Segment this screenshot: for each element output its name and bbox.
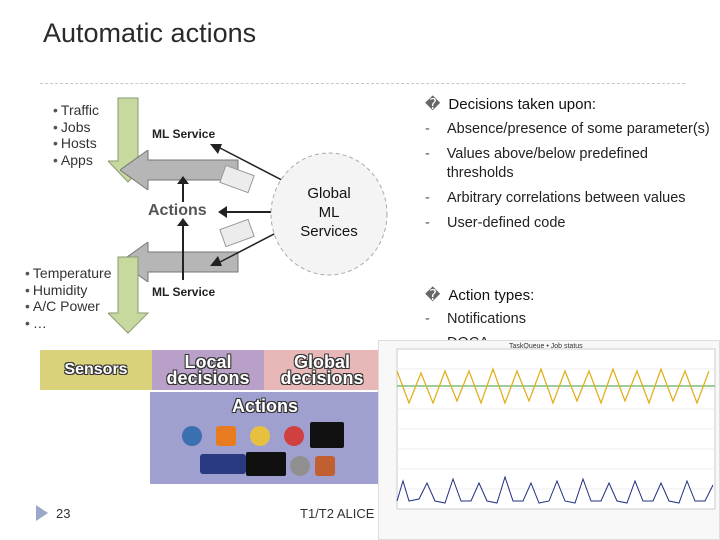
global-line: Services [300,223,358,240]
title-divider [40,83,685,84]
global-line: ML [318,204,340,221]
left-arrow-bottom-icon [108,256,150,334]
actions-label: Actions [148,202,207,219]
decisions-heading-row: � Decisions taken upon: [425,95,596,113]
bullet-item: Traffic [53,102,99,119]
bullet-item: Apps [53,152,99,169]
decision-item: -Values above/below predefined threshold… [425,146,648,181]
decision-item: -Arbitrary correlations between values [425,190,686,206]
help-icon [250,426,270,446]
footer-marker-icon [36,505,48,521]
ml-service-top-label: ML Service [152,127,216,141]
decisions-heading: Decisions taken upon: [448,96,596,113]
job-status-chart: TaskQueue • Job status [378,340,720,540]
chart-plot [396,348,716,510]
up-arrow-top-icon [177,176,189,202]
local-decisions-label: Local decisions [166,352,250,388]
arrow-left-bottom-icon [120,242,239,282]
bullet-item: A/C Power [25,298,112,315]
bullet-item: Hosts [53,135,99,152]
footer-text: T1/T2 ALICE [300,506,375,521]
rule-glyph: � [425,287,441,304]
action-types-heading: Action types: [448,287,535,304]
down-arrow-bottom-icon [177,218,189,280]
actions-box-label: Actions [231,396,298,416]
action-types-list: -Notifications DOCA… [425,310,715,342]
bullet-item: … [25,315,112,332]
global-decisions-label: Global decisions [280,352,364,388]
decisions-list: -Absence/presence of some parameter(s) -… [425,120,715,233]
blue-series [396,475,714,504]
action-type-item: DOCA… [425,334,715,342]
global-ml-services-label: Global ML Services [289,184,369,241]
gear-icon [290,456,310,476]
action-type-item: -Notifications [425,311,526,327]
bullet-item: Humidity [25,282,112,299]
decision-item: -User-defined code [425,215,566,231]
panel-icon [246,452,286,476]
top-bullet-list: Traffic Jobs Hosts Apps [53,102,99,168]
sensors-box: Sensors [40,350,152,390]
bullet-item: Temperature [25,265,112,282]
ml-service-bottom-label: ML Service [152,285,216,299]
global-decisions-box: Global decisions [264,350,380,390]
actions-box: Actions [150,392,380,484]
decision-item: -Absence/presence of some parameter(s) [425,121,710,137]
java-icon [315,456,335,476]
sensors-label: Sensors [64,361,128,378]
action-types-heading-row: � Action types: [425,286,534,304]
chart-caption: TaskQueue • Job status [509,343,583,350]
global-ml-ellipse-icon [270,152,388,276]
thunderbird-icon [182,426,202,446]
alien-logo-icon [200,454,246,474]
global-line: Global [307,185,351,202]
alert-icon [284,426,304,446]
yellow-series [396,367,710,405]
rule-glyph: � [425,96,441,113]
rss-icon [216,426,236,446]
local-decisions-box: Local decisions [152,350,264,390]
page-number: 23 [56,506,71,521]
slide-title: Automatic actions [43,18,257,48]
bottom-bullet-list: Temperature Humidity A/C Power … [25,265,112,331]
bullet-item: Jobs [53,119,99,136]
terminal-icon [310,422,344,448]
